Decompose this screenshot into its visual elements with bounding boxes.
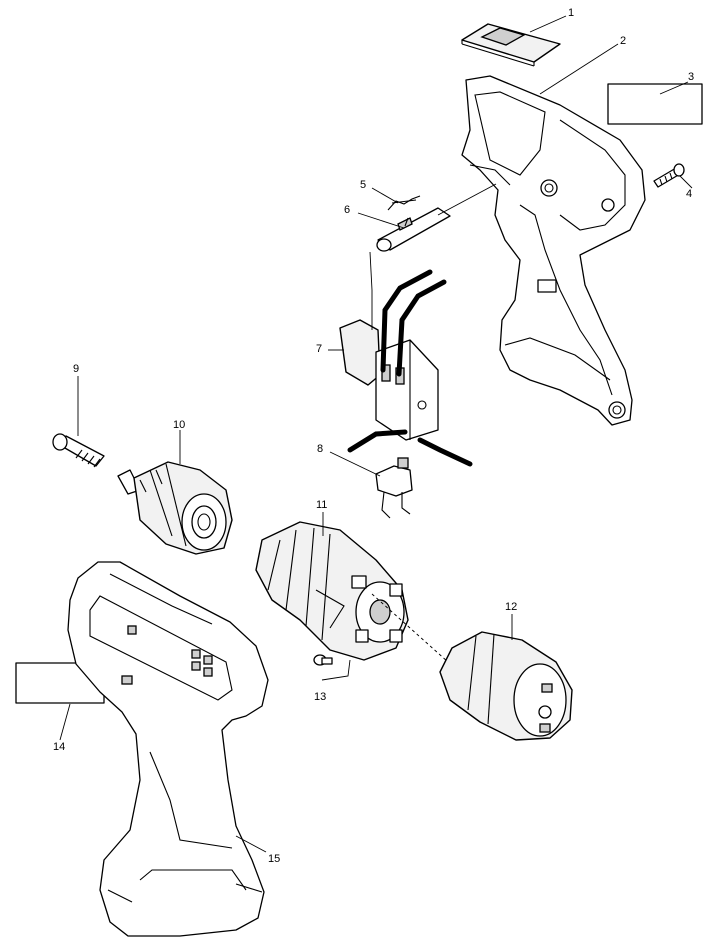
callout-2: 2 bbox=[620, 35, 626, 47]
callout-6: 6 bbox=[344, 204, 350, 216]
callout-8: 8 bbox=[317, 443, 323, 455]
part-11-gear-assembly bbox=[255, 521, 409, 661]
part-3-label bbox=[607, 83, 703, 125]
callout-9: 9 bbox=[73, 363, 79, 375]
leader-lines bbox=[59, 15, 693, 853]
part-6-reversing-lever bbox=[376, 207, 451, 252]
callout-5: 5 bbox=[360, 179, 366, 191]
callout-11: 11 bbox=[316, 499, 327, 511]
callout-14: 14 bbox=[53, 741, 65, 753]
callout-13: 13 bbox=[314, 691, 326, 703]
callout-1: 1 bbox=[568, 7, 574, 19]
callout-10: 10 bbox=[173, 419, 185, 431]
callout-15: 15 bbox=[268, 853, 280, 865]
callout-12: 12 bbox=[505, 601, 517, 613]
callout-labels: 1 2 3 4 5 6 7 8 9 10 11 12 13 14 15 bbox=[53, 7, 694, 865]
part-4-screw bbox=[653, 163, 685, 188]
part-12-motor bbox=[439, 631, 573, 741]
part-8-brush-holder bbox=[375, 457, 413, 519]
part-15-housing bbox=[67, 561, 269, 937]
part-10-chuck bbox=[117, 461, 233, 555]
part-9-bolt bbox=[52, 433, 105, 468]
part-2-housing-half bbox=[461, 75, 646, 426]
callout-7: 7 bbox=[316, 343, 322, 355]
part-7-switch bbox=[339, 269, 473, 467]
part-1-slide-plate bbox=[461, 23, 561, 67]
part-5-spring bbox=[387, 195, 421, 211]
callout-3: 3 bbox=[688, 71, 694, 83]
callout-4: 4 bbox=[686, 188, 692, 200]
part-13-screw bbox=[313, 654, 333, 666]
